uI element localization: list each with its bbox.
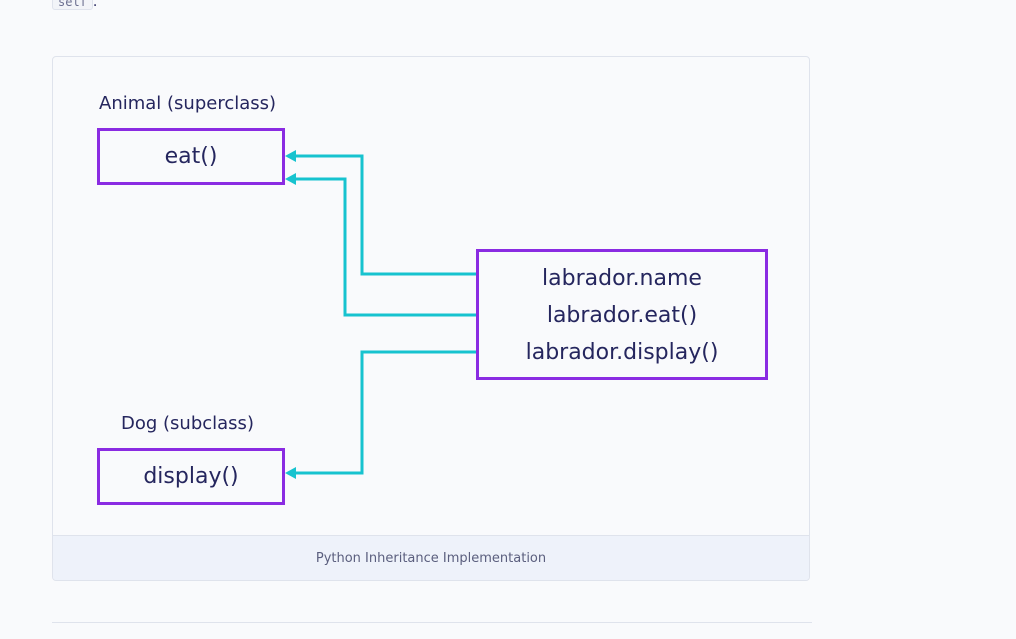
inheritance-figure: Animal (superclass) eat() Dog (subclass)… bbox=[52, 56, 810, 581]
section-divider bbox=[52, 622, 812, 623]
arrowhead-icon bbox=[285, 150, 296, 162]
superclass-method-text: eat() bbox=[164, 144, 218, 169]
inheritance-diagram: Animal (superclass) eat() Dog (subclass)… bbox=[53, 57, 809, 537]
superclass-method-box: eat() bbox=[97, 128, 285, 185]
intro-trailing-text: . bbox=[92, 0, 98, 10]
arrow-eat-to-eat bbox=[294, 177, 476, 317]
object-line-display: labrador.display() bbox=[525, 340, 719, 365]
subclass-method-text: display() bbox=[143, 464, 239, 489]
intro-text: self. bbox=[52, 0, 97, 10]
arrowhead-icon bbox=[285, 173, 296, 185]
inline-code-self: self bbox=[52, 0, 93, 10]
figure-caption: Python Inheritance Implementation bbox=[53, 535, 809, 580]
subclass-label: Dog (subclass) bbox=[121, 413, 254, 434]
arrow-name-to-eat bbox=[294, 154, 476, 276]
arrowhead-icon bbox=[285, 467, 296, 479]
object-line-name: labrador.name bbox=[542, 266, 702, 291]
superclass-label: Animal (superclass) bbox=[99, 93, 277, 114]
inheritance-arrows bbox=[285, 150, 476, 479]
arrow-display-to-display bbox=[294, 350, 476, 475]
subclass-method-box: display() bbox=[97, 448, 285, 505]
figure-caption-text: Python Inheritance Implementation bbox=[315, 550, 547, 566]
object-attributes-box: labrador.name labrador.eat() labrador.di… bbox=[476, 249, 768, 380]
object-line-eat: labrador.eat() bbox=[546, 303, 698, 328]
